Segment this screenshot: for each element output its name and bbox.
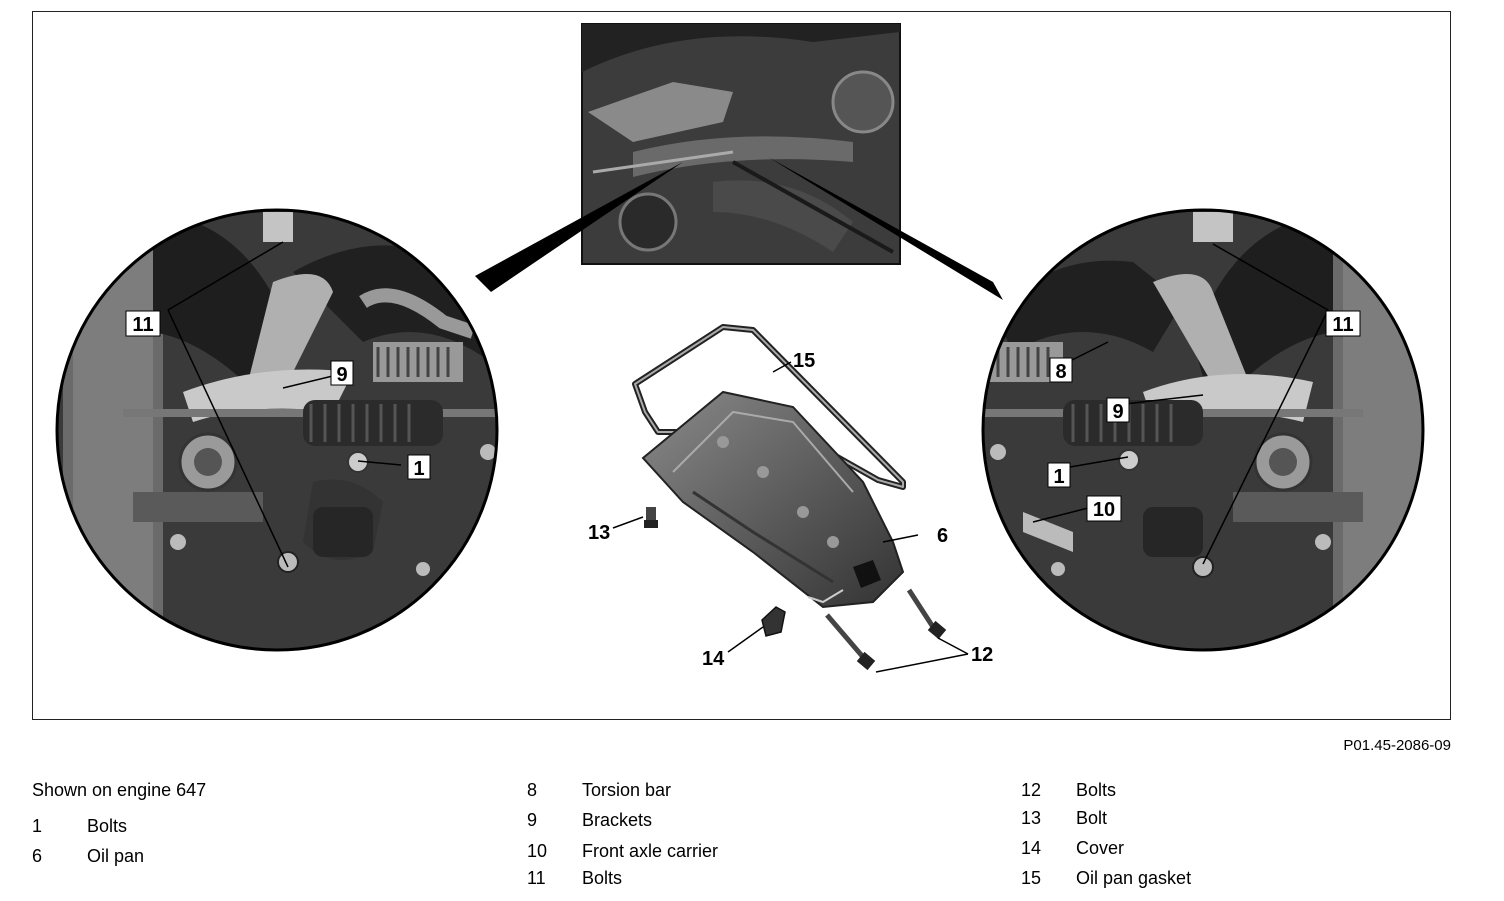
legend-item-label: Bolts	[87, 816, 128, 836]
figure-id: P01.45-2086-09	[1343, 737, 1451, 754]
legend-item-label: Oil pan gasket	[1076, 868, 1192, 888]
callout-9-left-label: 9	[336, 364, 347, 386]
legend-item-label: Bolt	[1076, 808, 1108, 828]
callout-9-right-label: 9	[1112, 401, 1123, 423]
callout-10: 10	[1086, 495, 1122, 522]
legend-item-number: 14	[1021, 838, 1042, 858]
callout-15-label: 15	[793, 350, 815, 372]
legend-item-label: Front axle carrier	[582, 841, 719, 861]
callout-14-label: 14	[702, 648, 725, 670]
legend-item-number: 6	[32, 846, 43, 866]
leader-lines	[167, 241, 1329, 673]
diagram-canvas: 11 9 1 11 8 9	[55, 23, 1425, 673]
callout-9-right: 9	[1106, 397, 1130, 423]
zoom-wedge-right	[768, 157, 1003, 300]
callout-11-left-label: 11	[132, 314, 153, 336]
callout-13-label: 13	[588, 522, 610, 544]
legend-item-label: Bolts	[582, 868, 623, 888]
callout-8: 8	[1049, 357, 1073, 383]
legend-item-number: 11	[527, 868, 546, 888]
zoom-wedge-left	[475, 162, 683, 292]
callout-1-left-label: 1	[413, 458, 424, 480]
callout-11-right-label: 11	[1332, 314, 1353, 336]
legend-item-number: 9	[527, 810, 538, 830]
shown-on-note: Shown on engine 647	[32, 780, 207, 800]
cover-14-graphic	[761, 606, 786, 637]
callout-1-right-label: 1	[1053, 466, 1064, 488]
callout-12-label: 12	[971, 644, 993, 666]
callout-6-label: 6	[937, 525, 948, 547]
legend-item-label: Cover	[1076, 838, 1125, 858]
bolt-13-graphic	[644, 507, 658, 528]
figure-frame: 11 9 1 11 8 9	[32, 11, 1451, 720]
callout-8-label: 8	[1055, 361, 1066, 383]
callout-9-left: 9	[330, 360, 354, 386]
legend-item-number: 13	[1021, 808, 1042, 828]
legend-item-number: 10	[527, 841, 548, 861]
oil-pan	[641, 390, 905, 609]
legend-item-number: 8	[527, 780, 538, 800]
overview-photo	[581, 23, 901, 265]
legend-item-label: Oil pan	[87, 846, 145, 866]
legend-item-label: Torsion bar	[582, 780, 672, 800]
callout-1-right: 1	[1047, 462, 1071, 488]
legend-item-number: 1	[32, 816, 43, 836]
legend-item-label: Brackets	[582, 810, 653, 830]
callout-11-left: 11	[125, 310, 161, 337]
callout-labels: 11 9 1 11 8 9	[125, 310, 1361, 670]
legend-item-number: 12	[1021, 780, 1042, 800]
oil-pan-gasket	[632, 324, 906, 490]
left-detail-view	[55, 208, 499, 652]
legend-item-label: Bolts	[1076, 780, 1117, 800]
callout-1-left: 1	[407, 454, 431, 480]
callout-11-right: 11	[1325, 310, 1361, 337]
bolts-12-graphic	[825, 588, 947, 671]
legend-item-number: 15	[1021, 868, 1042, 888]
right-detail-view	[981, 208, 1425, 652]
callout-10-label: 10	[1093, 499, 1115, 521]
